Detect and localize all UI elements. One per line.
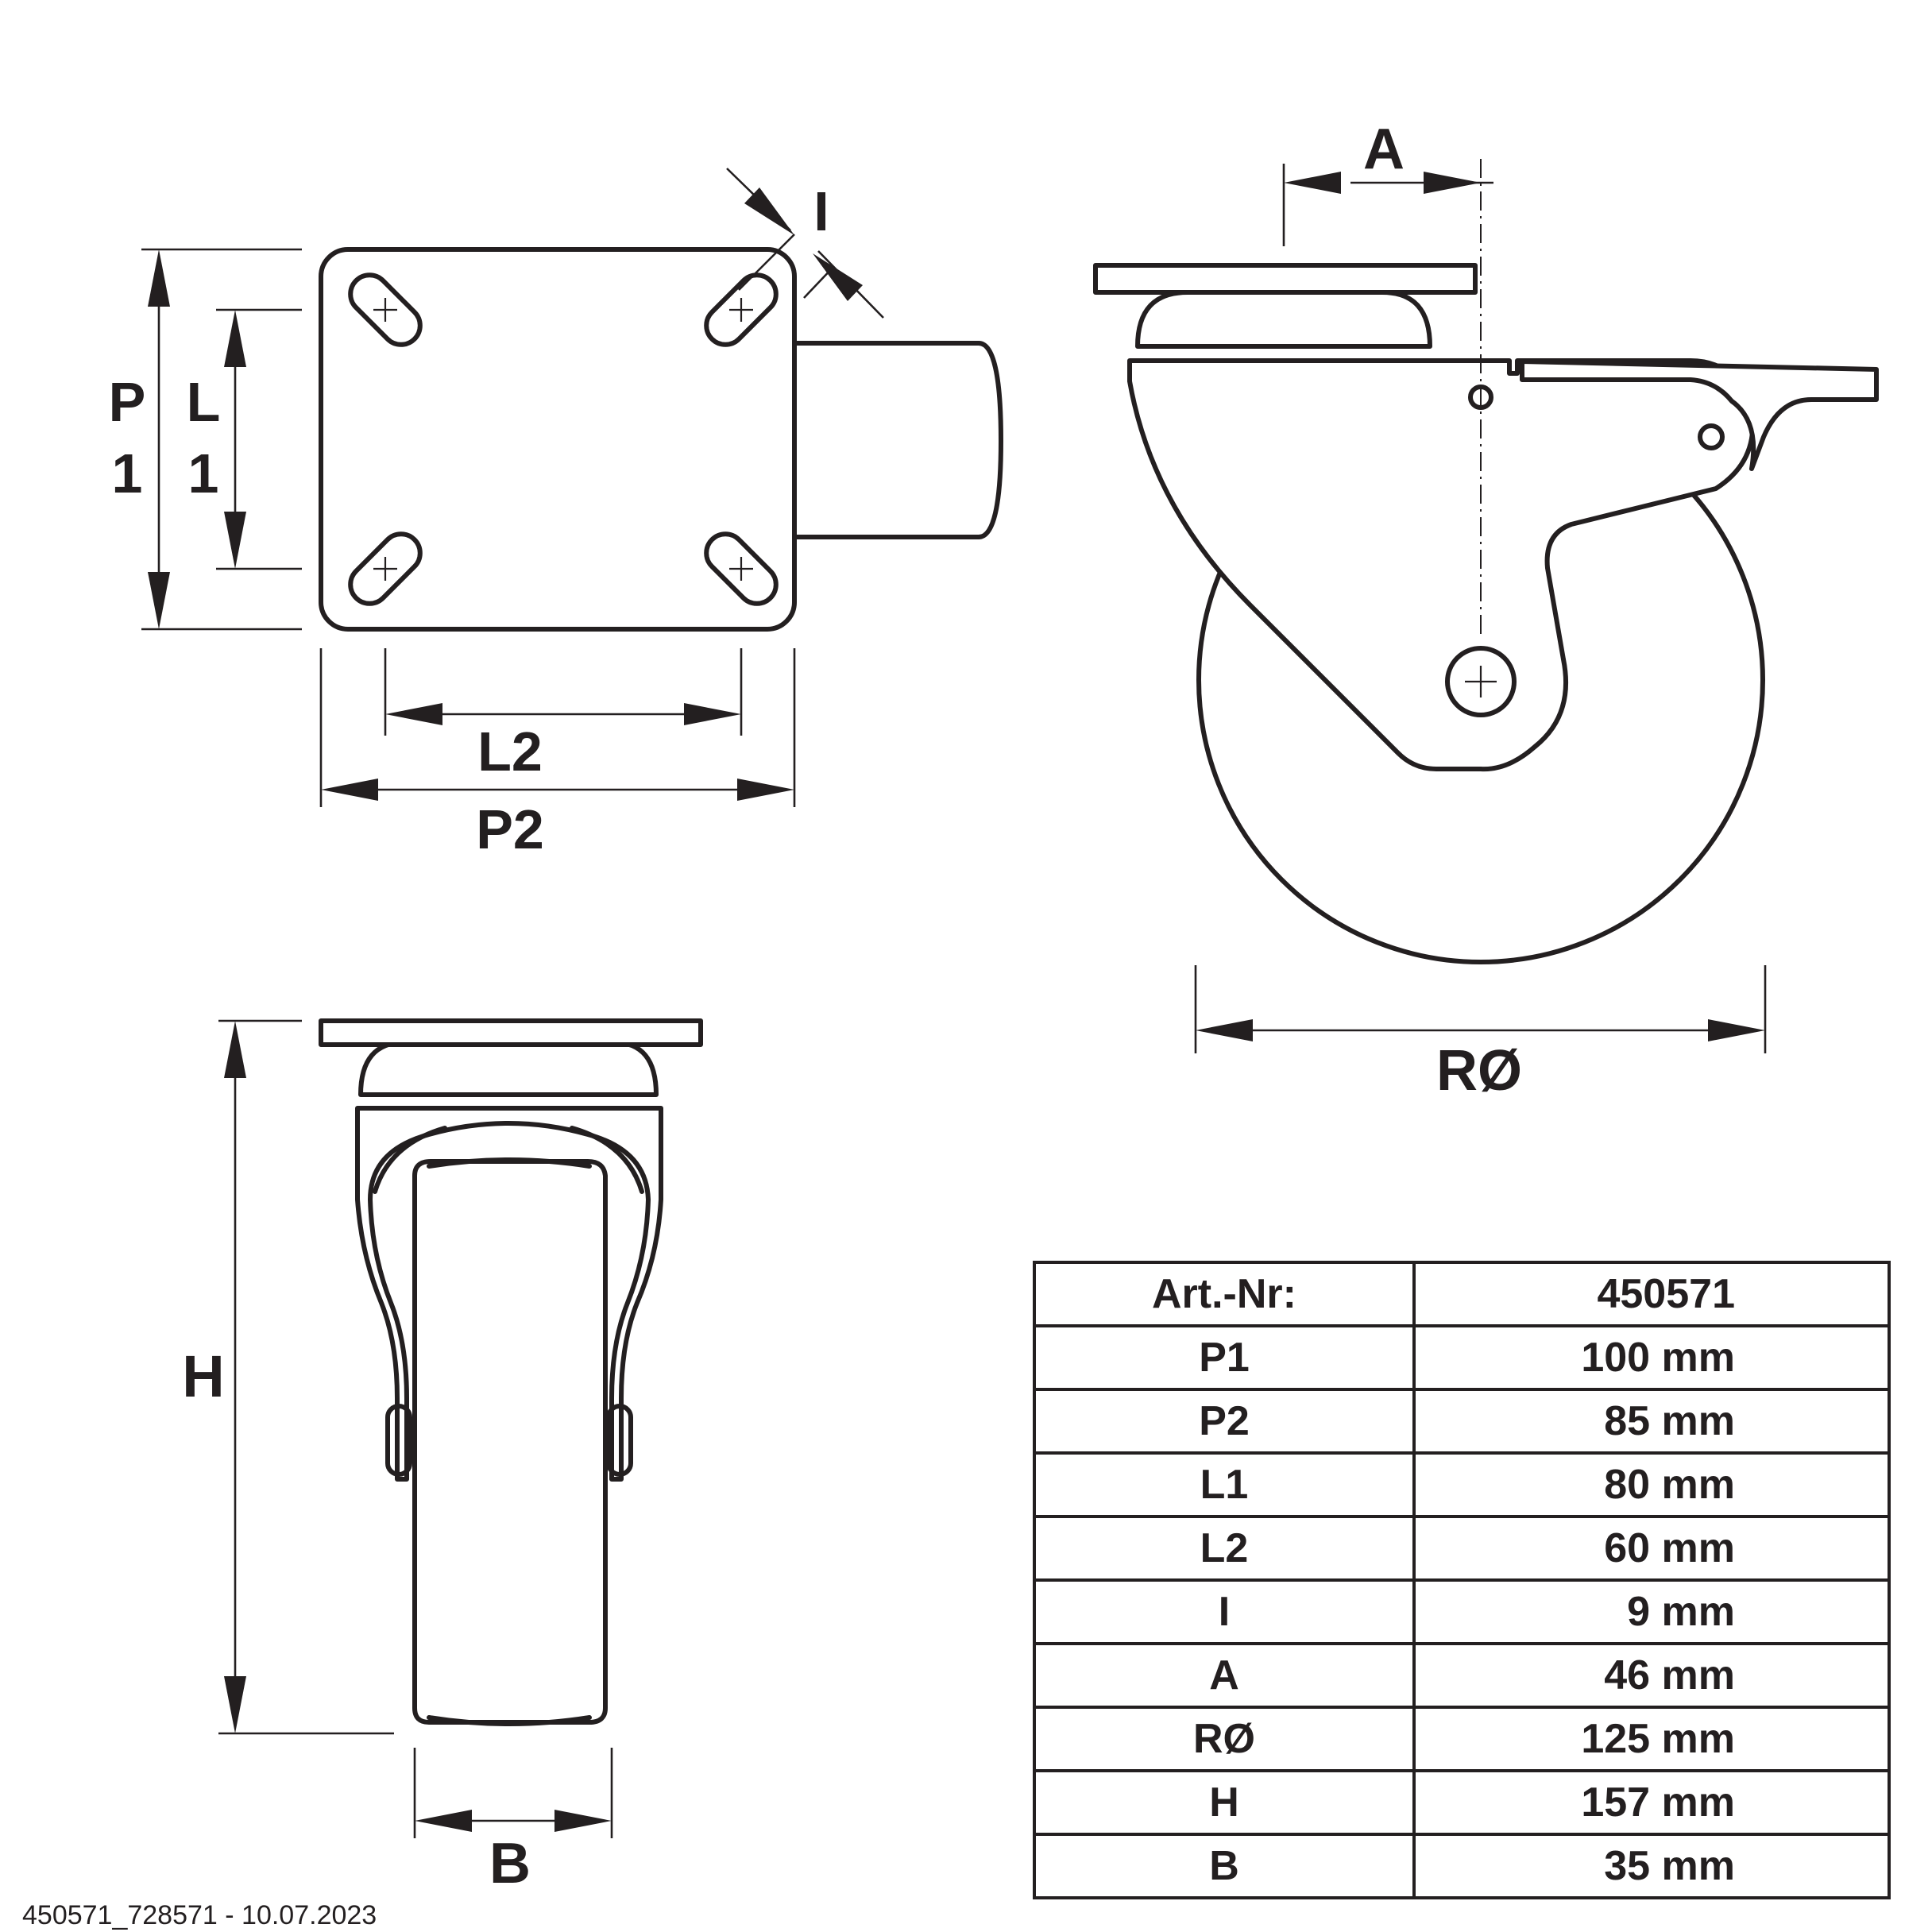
- front-view: [319, 1018, 703, 1726]
- label-l2: L2: [477, 721, 543, 782]
- label-l1-bottom: 1: [188, 442, 219, 504]
- table-value: 9 mm: [1412, 1578, 1891, 1645]
- table-row: Art.-Nr: 450571: [1033, 1261, 1891, 1327]
- table-key: P1: [1033, 1324, 1416, 1391]
- table-row: B 35 mm: [1033, 1833, 1891, 1899]
- table-row: RØ 125 mm: [1033, 1706, 1891, 1772]
- label-p2: P2: [476, 798, 544, 860]
- wheel-front: [412, 1159, 608, 1725]
- table-key: Art.-Nr:: [1033, 1261, 1416, 1327]
- dimension-h: H: [182, 1019, 394, 1735]
- table-value: 125 mm: [1412, 1706, 1891, 1772]
- dimension-a: A: [1282, 118, 1493, 246]
- side-view: [1093, 159, 1879, 964]
- label-a: A: [1363, 118, 1405, 181]
- label-b: B: [489, 1832, 531, 1895]
- table-key: L1: [1033, 1451, 1416, 1518]
- table-row: A 46 mm: [1033, 1642, 1891, 1709]
- table-row: I 9 mm: [1033, 1578, 1891, 1645]
- table-value: 60 mm: [1412, 1515, 1891, 1582]
- label-i: I: [813, 180, 829, 242]
- dimension-i: I: [726, 168, 884, 319]
- label-p1-bottom: 1: [112, 442, 143, 504]
- table-row: H 157 mm: [1033, 1769, 1891, 1836]
- bolt-hole-slot: [348, 531, 423, 606]
- table-value: 80 mm: [1412, 1451, 1891, 1518]
- drawing-reference: 450571_728571 - 10.07.2023: [22, 1900, 377, 1930]
- table-value: 450571: [1412, 1261, 1891, 1327]
- table-value: 157 mm: [1412, 1769, 1891, 1836]
- table-value: 35 mm: [1412, 1833, 1891, 1899]
- table-key: B: [1033, 1833, 1416, 1899]
- label-r: RØ: [1436, 1039, 1522, 1103]
- table-row: L2 60 mm: [1033, 1515, 1891, 1582]
- top-view: [319, 247, 1003, 632]
- table-value: 100 mm: [1412, 1324, 1891, 1391]
- label-h: H: [182, 1343, 224, 1409]
- bolt-hole-slot: [704, 531, 779, 606]
- bolt-hole-slot: [348, 272, 423, 347]
- table-row: P1 100 mm: [1033, 1324, 1891, 1391]
- dimension-l2: L2: [384, 648, 743, 782]
- dimension-b: B: [413, 1748, 613, 1895]
- table-key: P2: [1033, 1388, 1416, 1455]
- table-key: RØ: [1033, 1706, 1416, 1772]
- label-p1-top: P: [109, 371, 146, 433]
- table-row: P2 85 mm: [1033, 1388, 1891, 1455]
- table-key: L2: [1033, 1515, 1416, 1582]
- spec-table: Art.-Nr: 450571 P1 100 mm P2 85 mm L1 80…: [1033, 1261, 1891, 1899]
- table-value: 85 mm: [1412, 1388, 1891, 1455]
- table-row: L1 80 mm: [1033, 1451, 1891, 1518]
- dimension-r: RØ: [1194, 965, 1767, 1103]
- top-plate-front: [319, 1018, 703, 1047]
- label-l1-top: L: [187, 371, 221, 433]
- table-key: I: [1033, 1578, 1416, 1645]
- top-plate: [1093, 263, 1478, 295]
- dimension-l1: L 1: [187, 308, 302, 570]
- bolt-hole-slot: [704, 272, 779, 347]
- table-value: 46 mm: [1412, 1642, 1891, 1709]
- table-key: A: [1033, 1642, 1416, 1709]
- dimension-p1: P 1: [109, 248, 302, 631]
- axle: [1445, 646, 1517, 717]
- table-key: H: [1033, 1769, 1416, 1836]
- mounting-plate: [319, 247, 797, 632]
- dimension-p2: P2: [319, 648, 796, 860]
